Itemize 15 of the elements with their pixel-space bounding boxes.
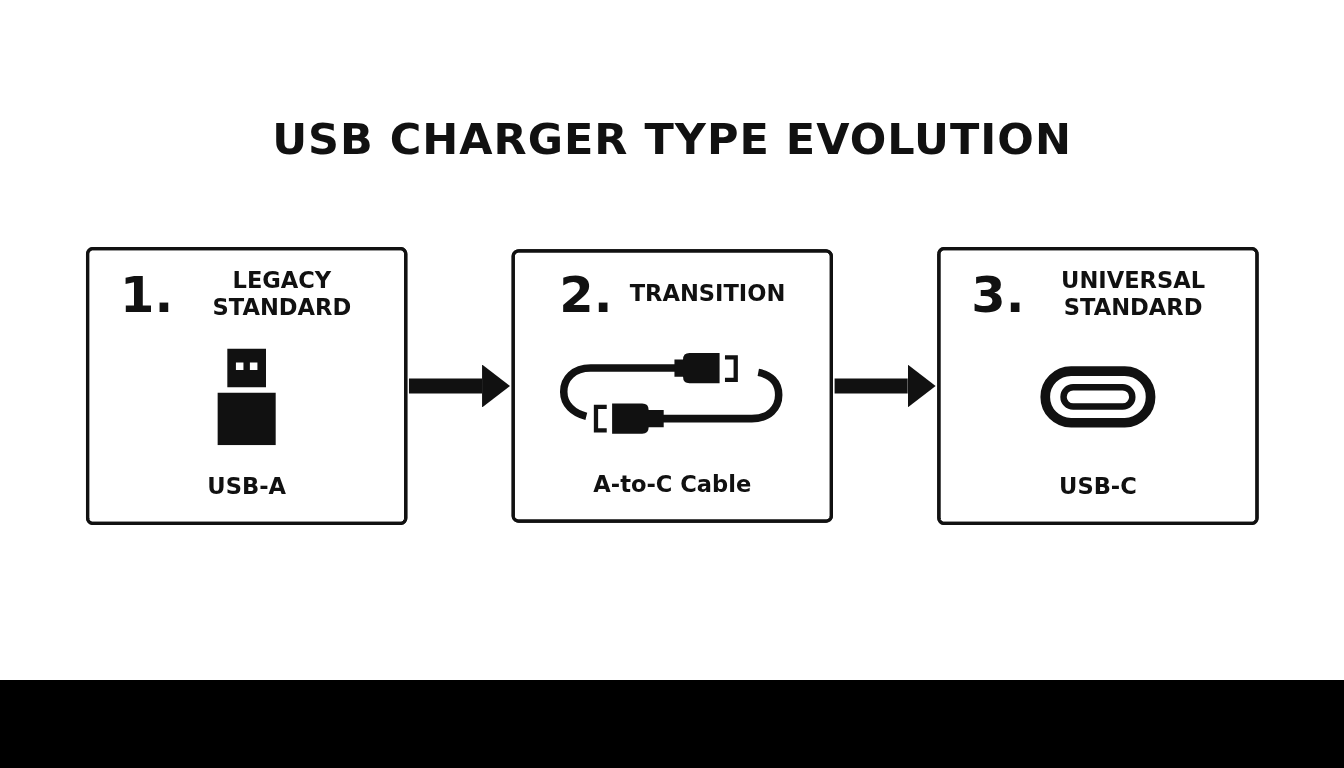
diagram-title: USB CHARGER TYPE EVOLUTION: [272, 114, 1072, 164]
step-card: [85, 247, 408, 525]
arrow: [408, 364, 510, 408]
step-title: UNIVERSAL STANDARD: [1059, 267, 1206, 323]
step-title: TRANSITION: [629, 281, 785, 309]
step-caption: A-to-C Cable: [592, 470, 752, 500]
step-number: 3.: [971, 270, 1025, 320]
step-title: LEGACY STANDARD: [211, 267, 352, 323]
step-number: 1.: [119, 270, 173, 320]
step-caption: USB-A: [206, 472, 287, 502]
step-card: [936, 247, 1259, 525]
step-number: 2.: [559, 270, 613, 320]
arrow: [834, 364, 936, 408]
step-card: [511, 249, 833, 523]
step-caption: USB-C: [1057, 472, 1138, 502]
